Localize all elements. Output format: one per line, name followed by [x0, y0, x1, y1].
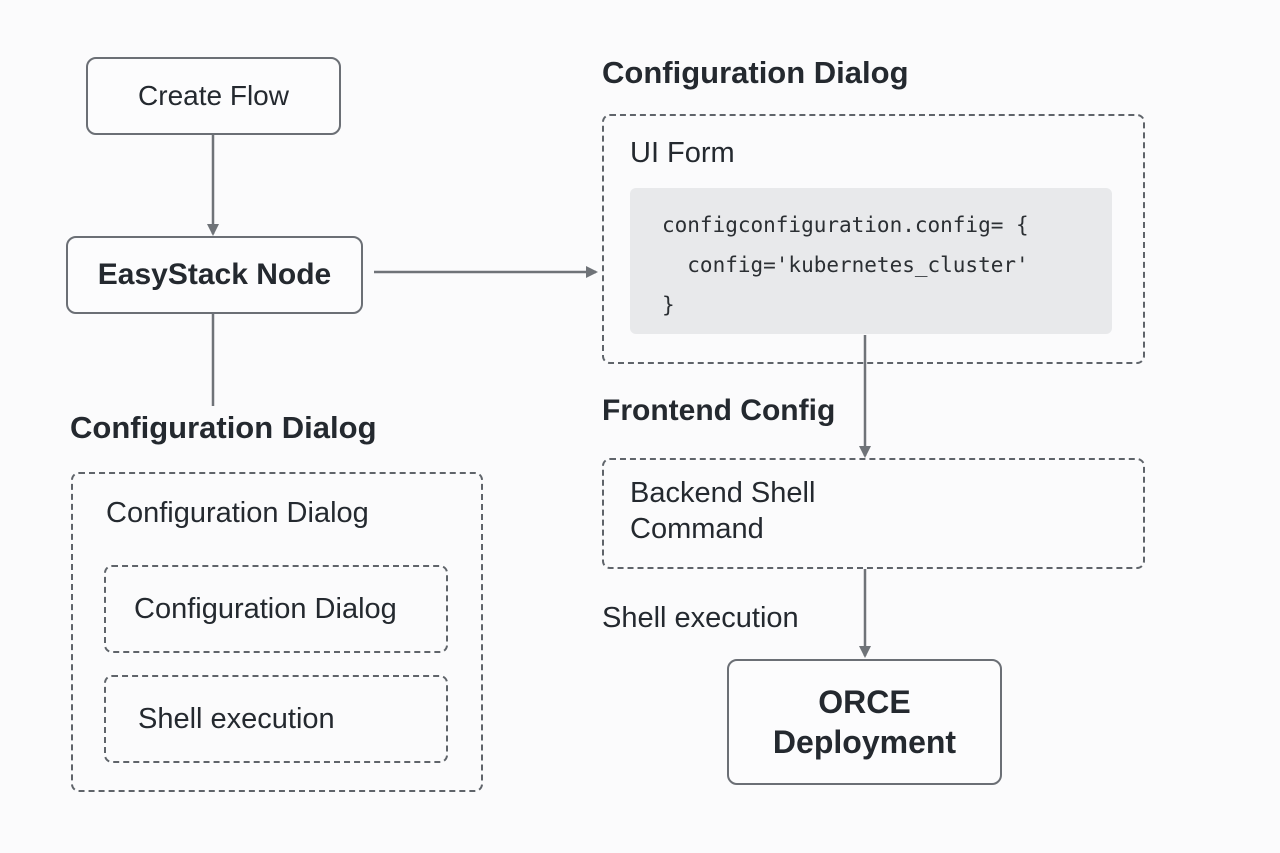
right-panel-heading: Configuration Dialog	[602, 55, 909, 90]
code-line: }	[662, 293, 675, 317]
shell-execution-label: Shell execution	[602, 602, 799, 634]
left-panel-inner-title: Configuration Dialog	[106, 497, 369, 529]
left-panel-heading: Configuration Dialog	[70, 410, 377, 445]
code-line: configconfiguration.config= {	[662, 213, 1029, 237]
backend-shell-label-line1: Backend Shell	[630, 477, 816, 509]
easystack-node-label: EasyStack Node	[97, 258, 332, 291]
ui-form-panel	[602, 114, 1145, 364]
ui-form-title: UI Form	[630, 137, 735, 169]
orce-deployment-label-line2: Deployment	[772, 724, 957, 760]
frontend-config-label: Frontend Config	[602, 394, 836, 427]
left-panel-item-shell-label: Shell execution	[138, 702, 335, 735]
backend-shell-command-box[interactable]	[602, 458, 1145, 569]
create-flow-node[interactable]: Create Flow	[86, 57, 341, 135]
left-panel-item-configuration-label: Configuration Dialog	[134, 592, 397, 625]
config-code-block: configconfiguration.config= { config='ku…	[630, 188, 1112, 334]
left-config-panel	[71, 472, 483, 792]
left-panel-item-configuration[interactable]: Configuration Dialog	[104, 565, 448, 653]
left-panel-item-shell[interactable]: Shell execution	[104, 675, 448, 763]
backend-shell-label-line2: Command	[630, 513, 764, 545]
create-flow-label: Create Flow	[138, 80, 289, 111]
orce-deployment-label-line1: ORCE	[818, 684, 911, 720]
orce-deployment-node[interactable]: ORCE Deployment	[727, 659, 1002, 785]
easystack-node[interactable]: EasyStack Node	[66, 236, 363, 314]
code-line: config='kubernetes_cluster'	[662, 253, 1029, 277]
